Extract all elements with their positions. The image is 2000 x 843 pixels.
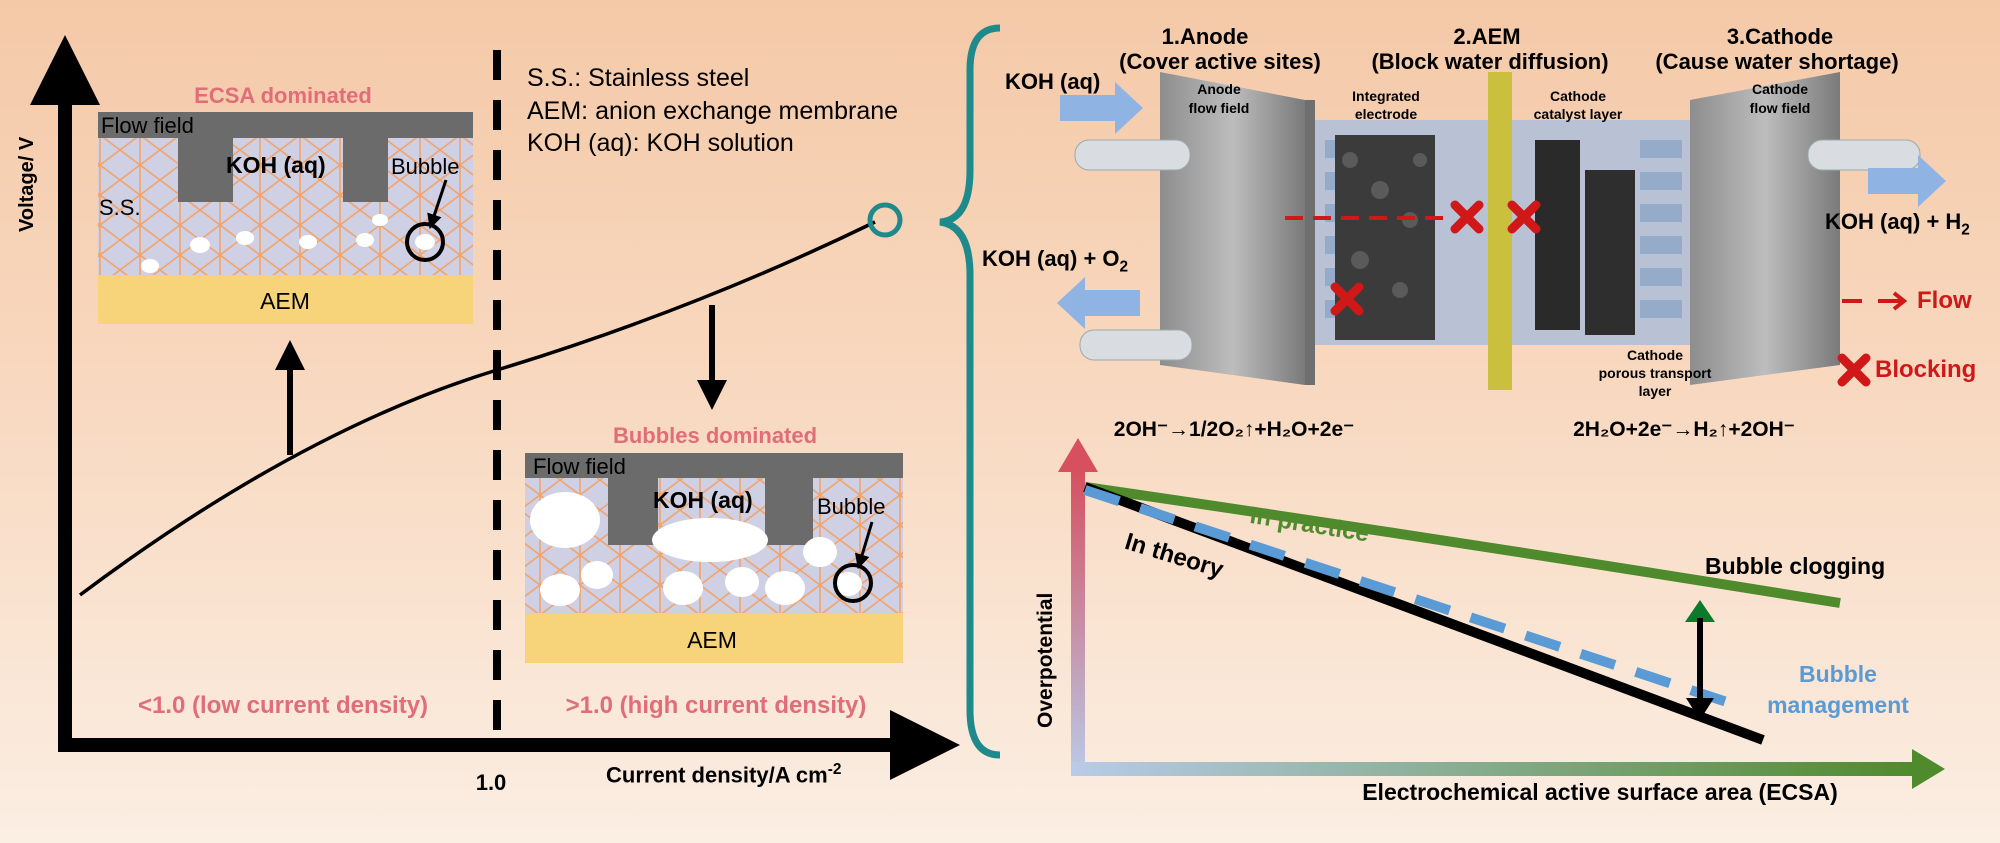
anode-flow-field-label-1: Anode — [1197, 81, 1241, 97]
bubble-marker — [833, 563, 873, 603]
bubbles-bubble-label: Bubble — [817, 494, 886, 519]
bubble-marker — [405, 222, 445, 262]
anode-heading-1: 1.Anode — [1161, 24, 1249, 49]
blocking-legend-label: Blocking — [1875, 356, 1977, 383]
ecsa-dominated-panel — [98, 112, 473, 324]
cathode-porous-transport-layer — [1585, 170, 1635, 335]
cathode-catalyst-label-2: catalyst layer — [1533, 106, 1623, 122]
anode-heading-2: (Cover active sites) — [1119, 49, 1321, 74]
bubbles-dominated-panel — [525, 453, 903, 663]
zoom-brace — [939, 24, 1001, 759]
ecsa-plot — [1058, 438, 1945, 789]
bubbles-flow-field-label: Flow field — [533, 454, 626, 479]
legend-aem: AEM: anion exchange membrane — [527, 97, 899, 125]
overpotential-axis — [1071, 470, 1085, 775]
cathode-flow-field-label-2: flow field — [1749, 100, 1811, 116]
bubble-clogging-label: Bubble clogging — [1705, 553, 1886, 579]
koh-h2-outlet-arrow — [1868, 155, 1946, 207]
blocking-marks — [1330, 200, 1541, 316]
anode-flow-field-plate — [1160, 72, 1305, 385]
low-current-region-label: <1.0 (low current density) — [137, 692, 429, 719]
cathode-flow-field-label-1: Cathode — [1752, 81, 1808, 97]
ecsa-axis — [1071, 762, 1916, 776]
high-current-region-label: >1.0 (high current density) — [565, 692, 867, 719]
cathode-catalyst-layer — [1535, 140, 1580, 330]
ecsa-ss-label: S.S. — [99, 195, 141, 220]
ecsa-koh-label: KOH (aq) — [226, 152, 326, 178]
ecsa-axis-label: Electrochemical active surface area (ECS… — [1362, 779, 1838, 805]
cathode-ptl-label-3: layer — [1638, 383, 1672, 399]
anode-outlet-pipe — [1079, 329, 1193, 361]
cathode-ptl-label-1: Cathode — [1627, 347, 1683, 363]
cathode-ptl-label-2: porous transport — [1598, 365, 1712, 381]
cathode-flow-field-plate — [1690, 72, 1840, 385]
koh-inlet-label: KOH (aq) — [1005, 69, 1101, 94]
ecsa-aem-label: AEM — [260, 288, 310, 314]
legend-ss: S.S.: Stainless steel — [527, 64, 750, 92]
zoom-circle — [867, 202, 903, 238]
aem-heading-1: 2.AEM — [1453, 24, 1521, 49]
anode-inlet-pipe — [1074, 139, 1191, 171]
cathode-outlet-pipe — [1807, 139, 1921, 171]
integrated-electrode-label-1: Integrated — [1352, 88, 1420, 104]
cathode-heading-2: (Cause water shortage) — [1655, 49, 1899, 74]
anode-flow-field-label-2: flow field — [1188, 100, 1250, 116]
polarization-curve — [78, 220, 876, 597]
aem-heading-2: (Block water diffusion) — [1371, 49, 1609, 74]
x-axis-label: Current density/A cm-2 — [606, 761, 842, 788]
koh-h2-label: KOH (aq) + H2 — [1825, 209, 1970, 239]
x-tick-1: 1.0 — [475, 770, 507, 795]
blocking-legend-mark — [1837, 353, 1871, 387]
bubble-management-label-2: management — [1767, 692, 1909, 718]
bubbles-panel-title: Bubbles dominated — [612, 423, 818, 448]
koh-inlet-arrow — [1060, 82, 1143, 134]
ecsa-flow-field-label: Flow field — [101, 113, 194, 138]
overpotential-axis-label: Overpotential — [1034, 592, 1057, 728]
anode-reaction: 2OH⁻→1/2O₂↑+H₂O+2e⁻ — [1113, 418, 1355, 441]
in-theory-line — [1083, 482, 1765, 745]
in-practice-curve — [1084, 482, 1841, 608]
legend-koh: KOH (aq): KOH solution — [527, 129, 794, 157]
cathode-heading-1: 3.Cathode — [1726, 24, 1834, 49]
integrated-electrode-label-2: electrode — [1354, 106, 1418, 122]
koh-o2-label: KOH (aq) + O2 — [982, 246, 1129, 276]
cathode-reaction: 2H₂O+2e⁻→H₂↑+2OH⁻ — [1573, 418, 1795, 441]
flow-legend-label: Flow — [1917, 287, 1972, 314]
bubble-management-label-1: Bubble — [1799, 661, 1877, 687]
bubbles-koh-label: KOH (aq) — [653, 487, 753, 513]
ecsa-panel-title: ECSA dominated — [194, 83, 372, 108]
electrolyzer-cell — [1057, 72, 1946, 390]
koh-o2-outlet-arrow — [1057, 277, 1140, 329]
left-plot — [30, 35, 960, 780]
ecsa-bubble-label: Bubble — [391, 154, 460, 179]
bubbles-aem-label: AEM — [687, 627, 737, 653]
y-axis-label: Voltage/ V — [16, 136, 38, 232]
cathode-catalyst-label-1: Cathode — [1550, 88, 1606, 104]
